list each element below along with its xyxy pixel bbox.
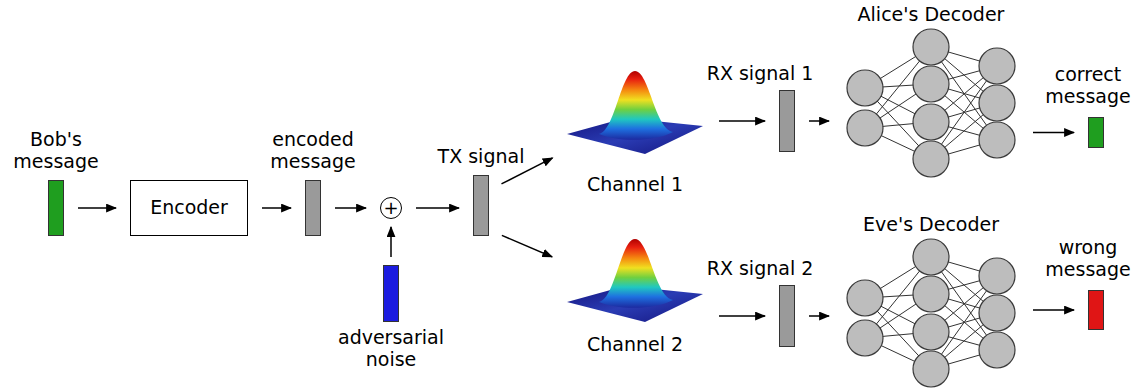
node-label: RX signal 1 xyxy=(707,63,814,85)
label-holder: encoded message xyxy=(266,129,361,173)
node-label: Eve's Decoder xyxy=(863,214,999,236)
encoder-box: Encoder xyxy=(130,180,248,236)
flow-arrow xyxy=(809,120,829,122)
flow-arrow xyxy=(719,120,765,122)
neural-network xyxy=(847,29,1015,177)
label-holder: RX signal 1 xyxy=(707,63,814,85)
noise-bar: adversarial noise xyxy=(383,265,399,322)
signal-bar: TX signal xyxy=(473,175,489,236)
decoder-node: Eve's Decoder xyxy=(843,238,1019,388)
label-holder: TX signal xyxy=(438,146,525,168)
label-holder: Channel 1 xyxy=(587,174,683,196)
gaussian-surface xyxy=(567,71,703,154)
channel-node: Channel 2 xyxy=(565,236,705,324)
flow-arrow xyxy=(416,207,459,209)
message-bar: wrong message xyxy=(1088,290,1104,330)
label-holder: wrong message xyxy=(1043,237,1133,281)
label-holder: RX signal 2 xyxy=(707,258,814,280)
node-label: Bob's message xyxy=(11,129,101,173)
flow-arrow xyxy=(390,227,392,257)
flow-arrow xyxy=(78,207,116,209)
decoder-node: Alice's Decoder xyxy=(843,28,1019,178)
node-label: adversarial noise xyxy=(335,327,447,371)
label-holder: Eve's Decoder xyxy=(863,214,999,236)
node-label: correct message xyxy=(1043,64,1133,108)
node-label: encoded message xyxy=(266,129,361,173)
flow-arrow xyxy=(809,315,829,317)
message-bar: correct message xyxy=(1088,117,1104,148)
flow-arrow xyxy=(719,315,765,317)
box-label: Encoder xyxy=(150,197,228,219)
node-label: TX signal xyxy=(438,146,525,168)
flow-arrow xyxy=(335,207,366,209)
label-holder: Alice's Decoder xyxy=(858,4,1005,26)
label-holder: Channel 2 xyxy=(587,334,683,356)
flow-arrow xyxy=(502,235,552,256)
box-label: + xyxy=(383,199,398,217)
node-label: RX signal 2 xyxy=(707,258,814,280)
message-bar: Bob's message xyxy=(48,180,64,236)
flow-arrow xyxy=(1033,309,1074,311)
label-holder: correct message xyxy=(1043,64,1133,108)
label-holder: Bob's message xyxy=(11,129,101,173)
signal-bar: RX signal 2 xyxy=(779,285,795,347)
signal-bar: encoded message xyxy=(305,180,321,236)
signal-bar: RX signal 1 xyxy=(779,90,795,152)
gaussian-surface xyxy=(567,239,703,322)
channel-node: Channel 1 xyxy=(565,68,705,156)
flow-arrow xyxy=(1033,132,1074,134)
node-label: Channel 2 xyxy=(587,334,683,356)
node-label: Channel 1 xyxy=(587,174,683,196)
node-label: Alice's Decoder xyxy=(858,4,1005,26)
adder-circle: + xyxy=(380,197,402,219)
label-holder: adversarial noise xyxy=(335,327,447,371)
flow-arrow xyxy=(262,207,291,209)
neural-network xyxy=(847,239,1015,387)
node-label: wrong message xyxy=(1043,237,1133,281)
